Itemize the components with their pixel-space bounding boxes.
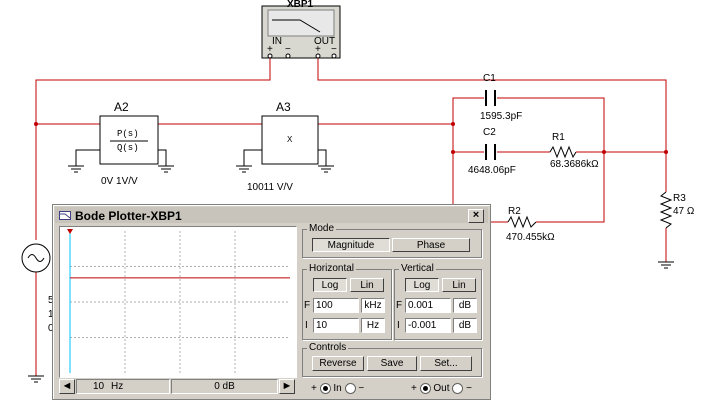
a2-denominator: Q(s) (117, 143, 139, 153)
cursor-right-button[interactable]: ► (279, 379, 295, 394)
out-plus-radio[interactable] (419, 383, 431, 394)
c1-name: C1 (483, 73, 496, 84)
cursor-marker[interactable] (67, 229, 73, 234)
source-label-3: 0 (48, 323, 54, 334)
horizontal-i-label: I (305, 320, 308, 331)
horizontal-initial-input[interactable]: 10 (313, 318, 359, 333)
bode-plot-svg (67, 229, 290, 373)
r1-value: 68.3686kΩ (550, 159, 599, 170)
in-minus-label: − (358, 383, 365, 395)
r2-name: R2 (508, 206, 521, 217)
vertical-group: Vertical Log Lin F 0.001 dB I -0.001 dB (394, 263, 482, 340)
phase-button[interactable]: Phase (392, 238, 470, 252)
vertical-initial-unit[interactable]: dB (453, 318, 477, 333)
c2-name: C2 (483, 127, 496, 138)
frequency-unit: Hz (111, 381, 124, 392)
bode-plot-area[interactable] (59, 226, 297, 378)
out-plus-label: + (411, 383, 417, 395)
horizontal-final-input[interactable]: 100 (313, 298, 359, 313)
horizontal-lin-button[interactable]: Lin (350, 278, 384, 292)
a3-symbol: X (287, 135, 293, 144)
a2-value: 0V 1V/V (101, 176, 138, 187)
a3-name: A3 (276, 100, 291, 114)
horizontal-group: Horizontal Log Lin F 100 kHz I 10 Hz (302, 263, 392, 340)
bode-plotter-window[interactable]: Bode Plotter-XBP1 × ◄ 10 Hz 0 dB ► Mode … (52, 204, 491, 400)
source-label-1: 5 (48, 295, 54, 306)
instrument-out-label: OUT (314, 36, 336, 47)
out-plus-sign: + (315, 44, 321, 55)
in-minus-radio[interactable] (344, 383, 356, 394)
out-minus-label: − (466, 383, 472, 395)
c2-value: 4648.06pF (468, 165, 516, 176)
vertical-initial-input[interactable]: -0.001 (405, 318, 451, 333)
vertical-title: Vertical (399, 263, 436, 274)
in-minus-sign: − (285, 44, 291, 55)
controls-title: Controls (307, 342, 349, 353)
in-label: In (333, 383, 342, 395)
cursor-left-button[interactable]: ◄ (59, 379, 75, 394)
horizontal-title: Horizontal (307, 263, 357, 274)
a2-numerator: P(s) (117, 129, 139, 139)
vertical-lin-button[interactable]: Lin (442, 278, 476, 292)
controls-group: Controls Reverse Save Set... (302, 342, 482, 377)
c1-value: 1595.3pF (480, 111, 523, 122)
window-title: Bode Plotter-XBP1 (75, 209, 182, 223)
magnitude-readout: 0 dB (171, 379, 278, 394)
out-label: Out (433, 383, 450, 395)
status-bar: ◄ 10 Hz 0 dB ► (59, 379, 295, 394)
horizontal-final-unit[interactable]: kHz (361, 298, 385, 313)
source-label-2: 1 (48, 309, 54, 320)
r1-name: R1 (552, 132, 565, 143)
close-button[interactable]: × (468, 209, 484, 223)
in-plus-radio[interactable] (319, 383, 331, 394)
save-button[interactable]: Save (367, 356, 417, 371)
magnitude-button[interactable]: Magnitude (312, 238, 390, 252)
horizontal-initial-unit[interactable]: Hz (361, 318, 385, 333)
out-minus-sign: − (331, 44, 337, 55)
out-minus-radio[interactable] (452, 383, 464, 394)
in-plus-label: + (311, 383, 317, 395)
instrument-in-label: IN (272, 36, 282, 47)
set-button[interactable]: Set... (420, 356, 472, 371)
vertical-final-input[interactable]: 0.001 (405, 298, 451, 313)
title-bar[interactable]: Bode Plotter-XBP1 × (55, 207, 488, 223)
mode-group: Mode Magnitude Phase (302, 223, 482, 258)
vertical-f-label: F (396, 300, 403, 311)
a2-name: A2 (114, 100, 129, 114)
out-terminals: + Out − (411, 383, 472, 394)
vertical-i-label: I (397, 320, 400, 331)
in-plus-sign: + (267, 44, 273, 55)
mode-title: Mode (307, 223, 337, 234)
r3-name: R3 (673, 193, 686, 204)
vertical-log-button[interactable]: Log (405, 278, 439, 292)
instrument-label: XBP1 (287, 0, 314, 10)
frequency-readout: 10 Hz (76, 379, 170, 394)
vertical-final-unit[interactable]: dB (453, 298, 477, 313)
bode-plotter-instrument (261, 5, 341, 59)
r2-value: 470.455kΩ (506, 232, 555, 243)
r3-value: 47 Ω (673, 206, 695, 217)
bode-plotter-icon (59, 211, 71, 220)
in-terminals: + In − (311, 383, 364, 394)
horizontal-log-button[interactable]: Log (313, 278, 347, 292)
frequency-value: 10 (93, 381, 105, 392)
horizontal-f-label: F (304, 300, 311, 311)
reverse-button[interactable]: Reverse (312, 356, 364, 371)
a3-value: 10011 V/V (247, 182, 293, 193)
